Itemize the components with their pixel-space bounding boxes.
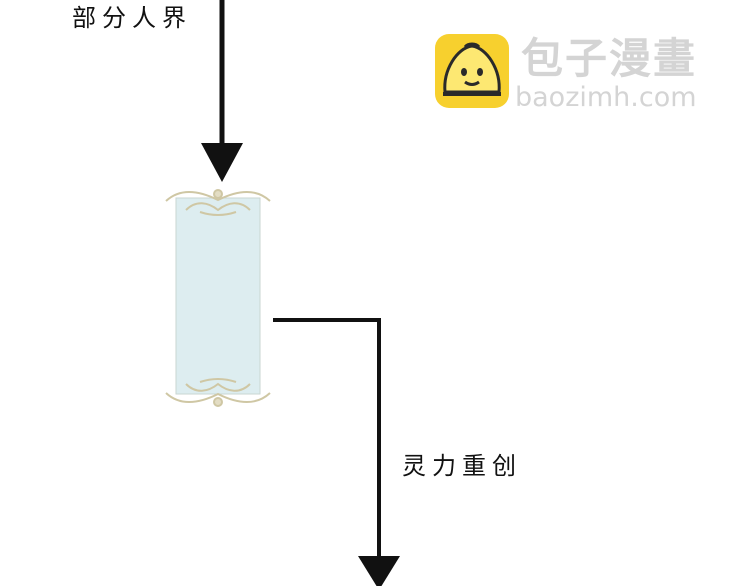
bottom-arrowhead <box>358 556 400 586</box>
middle-caption: 灵力重创 <box>402 452 522 480</box>
blank-scroll-card <box>165 189 271 407</box>
bottom-ornament <box>165 378 271 407</box>
site-watermark: 包子漫畫 baozimh.com <box>435 34 735 114</box>
watermark-chinese-name: 包子漫畫 <box>521 34 698 83</box>
top-arrowhead <box>201 143 243 182</box>
bun-mascot-icon <box>435 34 509 108</box>
watermark-domain: baozimh.com <box>515 82 697 113</box>
top-caption: 部分人界 <box>72 4 192 32</box>
top-ornament <box>165 189 271 216</box>
elbow-connector-line <box>273 318 381 562</box>
